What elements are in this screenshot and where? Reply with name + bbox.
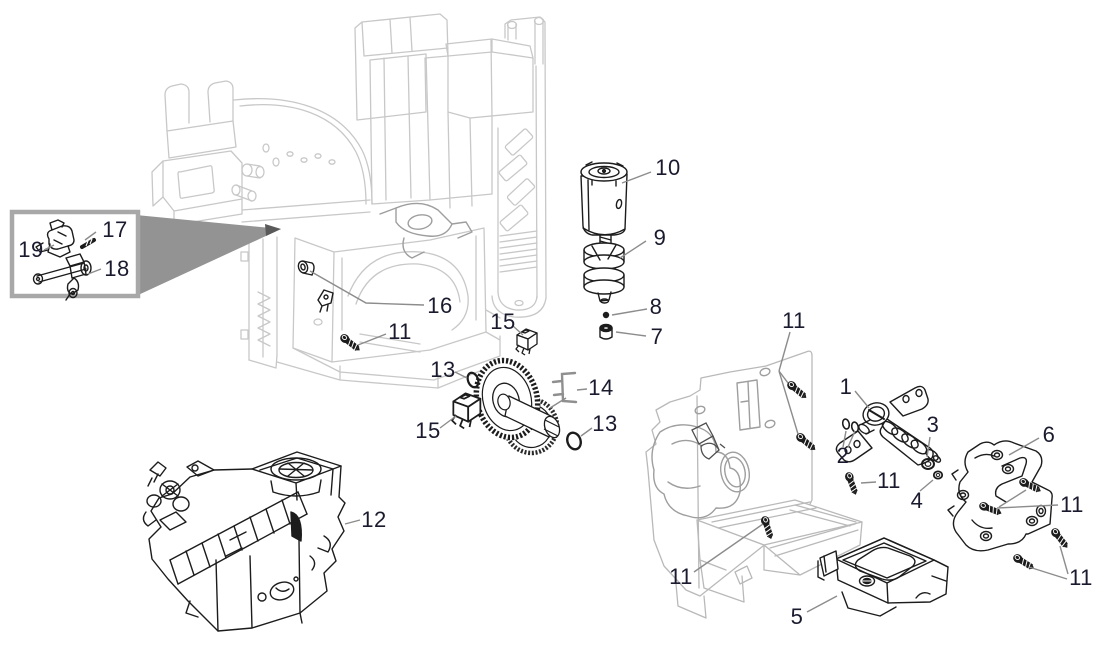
callout-11: 11 [388, 319, 412, 344]
spring-pin-17-drawing [80, 238, 96, 249]
callout-11: 11 [877, 468, 901, 493]
leader-line [854, 390, 870, 409]
leader-line [84, 231, 97, 241]
leader-line [580, 427, 593, 437]
inset-pointer-wedge [136, 215, 281, 296]
leader-line [615, 331, 647, 337]
screw-11-frame [337, 331, 363, 355]
callout-2: 2 [836, 443, 850, 468]
frame-sensor-bracket-drawing [317, 289, 334, 313]
callout-10: 10 [655, 155, 681, 180]
side-panel-guide-details [691, 422, 726, 460]
bushing-16-drawing [297, 260, 315, 276]
lever-assembly-18-drawing [32, 253, 92, 301]
leader-line [87, 268, 102, 275]
leader-lines-layer [43, 171, 1069, 613]
leader-line [454, 371, 468, 379]
retaining-clip-14-drawing [551, 371, 578, 404]
frame-drawing [151, 13, 547, 389]
leader-line [919, 479, 934, 492]
leader-line [860, 481, 877, 484]
leader-line [43, 244, 55, 251]
leader-line [847, 430, 856, 448]
drip-tray-5-drawing [817, 537, 949, 617]
frame-mechanism-detail [379, 202, 473, 259]
leader-line [309, 270, 425, 306]
o-ring-13-lower-drawing [566, 431, 582, 451]
leader-line [996, 504, 1059, 509]
callout-17: 17 [102, 217, 128, 242]
leader-line [549, 397, 567, 409]
leader-line [357, 333, 387, 346]
callout-11: 11 [669, 564, 693, 589]
mounting-bracket-6-drawing [947, 440, 1053, 552]
leader-line [842, 430, 847, 448]
leader-line [1028, 566, 1068, 580]
leader-line [693, 523, 764, 573]
leader-line [778, 370, 789, 384]
leader-line [344, 519, 361, 525]
callout-4: 4 [910, 488, 924, 513]
screw-11-valve [843, 470, 861, 497]
callout-19: 19 [18, 237, 44, 262]
gear-motor-10-drawing [580, 161, 628, 236]
callout-5: 5 [790, 604, 804, 629]
callout-15: 15 [490, 309, 516, 334]
bushing-7-drawing [599, 323, 613, 340]
callout-6: 6 [1042, 422, 1056, 447]
screw-11-bracket-4 [1011, 551, 1037, 573]
leader-line [621, 171, 652, 184]
callout-8: 8 [649, 294, 663, 319]
callout-16: 16 [427, 293, 453, 318]
o-ring-4-drawing [932, 470, 944, 480]
leader-line [611, 308, 648, 316]
callout-7: 7 [650, 324, 664, 349]
callout-11: 11 [1069, 565, 1093, 590]
callout-12: 12 [361, 507, 387, 532]
leader-line [512, 325, 524, 336]
leader-line [998, 489, 1027, 508]
ball-8-drawing [602, 311, 610, 319]
callout-11: 11 [1060, 492, 1084, 517]
leader-line [576, 388, 588, 391]
callout-15: 15 [415, 418, 441, 443]
latch-bracket-19-drawing [35, 219, 75, 258]
inset-detail-box [9, 209, 141, 299]
callout-13: 13 [592, 411, 618, 436]
callout-3: 3 [926, 412, 940, 437]
callout-11: 11 [782, 308, 806, 333]
callout-1: 1 [839, 374, 853, 399]
leader-line [619, 240, 647, 259]
leader-line [1059, 545, 1069, 575]
leader-line [439, 415, 457, 429]
callout-18: 18 [104, 256, 130, 281]
leader-line [926, 436, 931, 458]
inset-pointer-tip [265, 224, 281, 236]
brew-group-12-drawing [142, 451, 346, 632]
worm-gear-9-drawing [583, 234, 625, 304]
callout-14: 14 [588, 375, 614, 400]
valve-1-drawing [835, 385, 942, 466]
callout-9: 9 [653, 225, 667, 250]
leader-line [1008, 437, 1040, 456]
leader-line [778, 331, 791, 372]
o-rings-2-drawing [841, 418, 860, 433]
microswitch-15-upper [515, 328, 538, 356]
leader-line [778, 370, 799, 435]
microswitch-15-lower [451, 392, 482, 430]
callout-13: 13 [430, 357, 456, 382]
o-ring-13-upper-drawing [466, 371, 480, 389]
leader-line [806, 595, 838, 613]
base-tray-drawing [696, 499, 863, 603]
o-ring-3-drawing [921, 458, 935, 470]
